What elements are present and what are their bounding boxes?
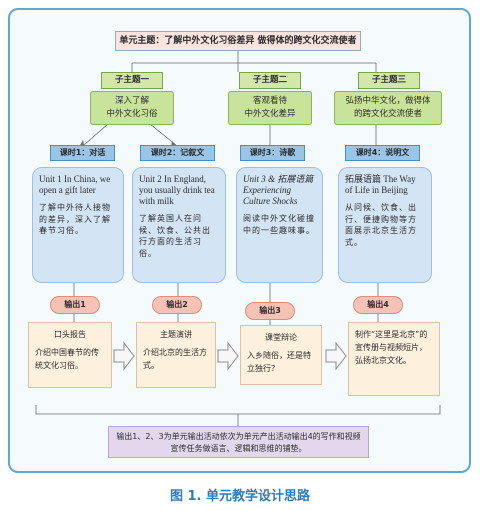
lesson-1-card: Unit 1 In China, we open a gift later 了解…: [32, 167, 124, 283]
unit-theme-title: 单元主题：了解中外文化习俗差异 做得体的跨文化交流使者: [115, 31, 361, 51]
output-3-desc: 入乡随俗，还是特立独行？: [247, 351, 311, 373]
figure-caption: 图 1. 单元教学设计思路: [169, 489, 311, 504]
output-3-header: 输出3: [245, 302, 295, 320]
output-4-card: 制作“这里是北京”的宣传册与视频短片，弘扬北京文化。: [348, 322, 440, 396]
output-2-desc: 介绍北京的生活方式。: [143, 348, 207, 370]
lesson-2-desc: 了解英国人在问候、饮食、公共出行方面的生活习俗。: [139, 214, 211, 258]
lesson-4-card: 拓展语篇 The Way of Life in Beijing 从问候、饮食、出…: [338, 167, 432, 283]
output-2-header: 输出2: [152, 296, 202, 314]
lesson-1-desc: 了解中外待人接物的差异，深入了解春节习俗。: [39, 203, 111, 235]
lesson-3-card: Unit 3 & 拓展语篇 Experiencing Culture Shock…: [236, 167, 323, 283]
subtheme-3-body: 弘扬中华文化，做得体 的跨文化交流使者: [334, 91, 442, 125]
output-4-header: 输出4: [353, 296, 403, 314]
lesson-4-title: 拓展语篇 The Way of Life in Beijing: [345, 174, 416, 195]
output-1-title: 口头报告: [54, 330, 86, 339]
subtheme-2-header: 子主题二: [239, 72, 301, 89]
output-4-desc: 制作“这里是北京”的宣传册与视频短片，弘扬北京文化。: [355, 330, 428, 365]
output-2-card: 主题演讲 介绍北京的生活方式。: [136, 322, 216, 388]
lesson-3-desc: 阅读中外文化碰撞中的一些趣味事。: [243, 214, 315, 235]
output-2-title: 主题演讲: [160, 330, 192, 339]
subtheme-3-header: 子主题三: [358, 72, 420, 89]
subtheme-1-body: 深入了解 中外文化习俗: [90, 91, 174, 125]
output-3-title: 课堂辩论: [265, 333, 297, 342]
lesson-2-title: Unit 2 In England, you usually drink tea…: [139, 174, 215, 206]
output-3-card: 课堂辩论 入乡随俗，还是特立独行？: [240, 325, 322, 385]
lesson-2-card: Unit 2 In England, you usually drink tea…: [132, 167, 226, 283]
subtheme-1-header: 子主题一: [101, 72, 163, 89]
lesson-4-desc: 从问候、饮食、出行、便捷购物等方面展示北京生活方式。: [345, 203, 417, 247]
output-1-card: 口头报告 介绍中国春节的传统文化习俗。: [28, 322, 112, 388]
output-1-desc: 介绍中国春节的传统文化习俗。: [35, 348, 99, 370]
lesson-3-title: Unit 3 & 拓展语篇 Experiencing Culture Shock…: [243, 174, 314, 206]
lesson-4-header: 课时4：说明文: [345, 145, 420, 161]
lesson-1-title: Unit 1 In China, we open a gift later: [39, 174, 111, 195]
summary-note: 输出1、2、3为单元输出活动依次为单元产出活动输出4的写作和视频宣传任务做语言、…: [108, 426, 369, 458]
lesson-1-header: 课时1：对话: [50, 145, 115, 161]
lesson-2-header: 课时2：记叙文: [140, 145, 215, 161]
lesson-3-header: 课时3：诗歌: [240, 145, 305, 161]
subtheme-2-body: 客观看待 中外文化差异: [228, 91, 312, 125]
output-1-header: 输出1: [50, 296, 100, 314]
